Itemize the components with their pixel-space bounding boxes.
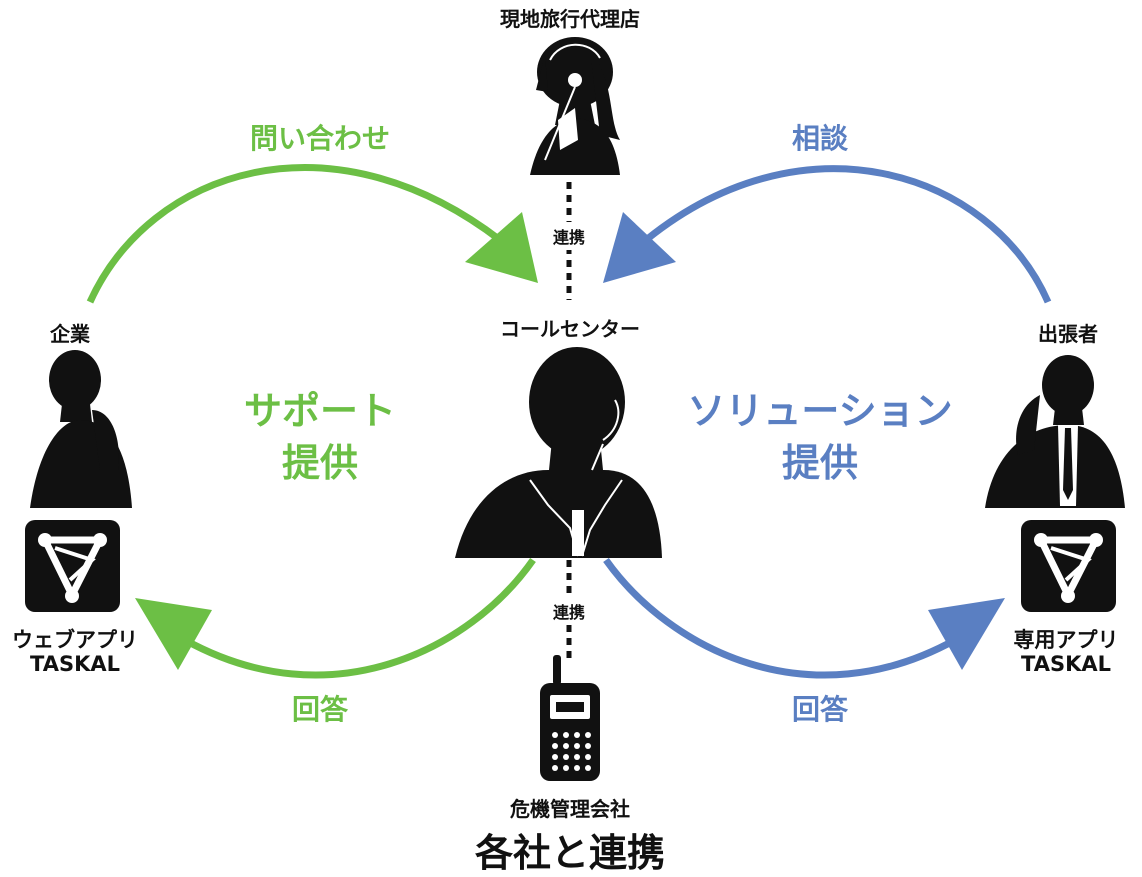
web-app-label: ウェブアプリ TASKAL [0,628,150,676]
page-title: 各社と連携 [474,831,665,875]
support-line2: 提供 [281,441,358,485]
traveler-silhouette [985,355,1125,508]
solution-text: ソリューション 提供 [670,385,970,489]
top-link-label: 連携 [545,222,593,250]
travel-agent-silhouette [530,37,620,175]
answer-left-arrowhead [135,598,212,670]
web-app-label-line2: TASKAL [30,652,120,676]
web-app-label-line1: ウェブアプリ [12,628,138,652]
answer-right-arrowhead [928,598,1005,670]
inquiry-arrow [86,164,503,304]
taskal-mobile-app-icon [1021,520,1116,612]
risk-company-label: 危機管理会社 [510,797,630,821]
support-line1: サポート [243,389,396,433]
answer-left-arrow [183,557,536,679]
consult-label: 相談 [791,122,848,155]
consult-arrow [637,165,1052,304]
bottom-link-label: 連携 [545,597,593,625]
mobile-app-label-line1: 専用アプリ [1013,628,1119,652]
answer-right-arrow [603,557,957,679]
company-label: 企業 [50,322,90,346]
headset-icon [544,43,601,161]
solution-line2: 提供 [781,441,858,485]
inquiry-label: 問い合わせ [249,122,390,155]
support-text: サポート 提供 [200,385,440,489]
mobile-app-label: 専用アプリ TASKAL [990,628,1142,676]
answer-left-label: 回答 [291,693,348,726]
answer-right-label: 回答 [791,693,848,726]
consult-arrowhead [603,212,676,283]
travel-agency-label: 現地旅行代理店 [500,7,640,31]
traveler-label: 出張者 [1038,322,1098,346]
call-center-operator-silhouette [455,347,662,558]
call-center-label: コールセンター [500,317,640,341]
mobile-app-label-line2: TASKAL [1021,652,1111,676]
operator-shirt [572,510,584,556]
traveler-shirt-tie-icon [1058,425,1078,506]
taskal-web-app-icon [25,520,120,612]
solution-line1: ソリューション [687,389,953,433]
walkie-talkie-icon [540,655,600,781]
inquiry-arrowhead [465,212,538,283]
company-person-silhouette [30,350,132,508]
